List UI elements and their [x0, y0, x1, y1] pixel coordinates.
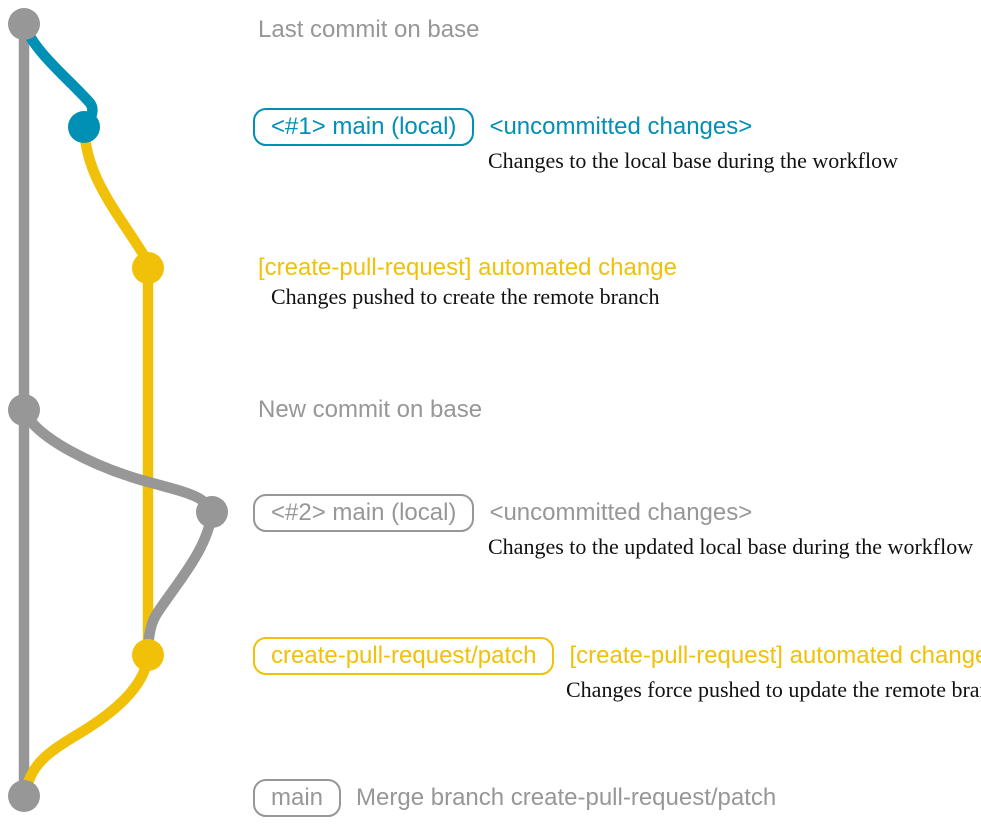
- commit-caption: Changes pushed to create the remote bran…: [271, 284, 660, 309]
- commit-message: Last commit on base: [258, 16, 480, 43]
- commit-message: <uncommitted changes>: [489, 499, 753, 526]
- local-main-branch-line-2: [18, 404, 218, 518]
- commit-message: [create-pull-request] automated change: [258, 254, 677, 281]
- branch-badge-create-pull-request-patch: create-pull-request/patch: [253, 637, 555, 675]
- commit-caption: Changes force pushed to update the remot…: [566, 677, 981, 702]
- annotation-last-commit-on-base: Last commit on base: [258, 11, 479, 49]
- commit-dot-new-commit-on-base: [8, 394, 40, 426]
- annotation-local-main-1: <#1> main (local) <uncommitted changes> …: [253, 108, 898, 173]
- annotation-automated-change-2: create-pull-request/patch [create-pull-r…: [253, 637, 981, 702]
- branch-badge-main-local-2: <#2> main (local): [253, 494, 475, 532]
- commit-dot-merge-commit: [8, 780, 40, 812]
- annotation-new-commit-on-base: New commit on base: [258, 396, 482, 424]
- commit-caption: Changes to the updated local base during…: [488, 534, 974, 559]
- patch-branch-line: [78, 121, 154, 661]
- rebase-merge-line: [142, 506, 218, 661]
- commit-dot-local-main-1: [68, 111, 100, 143]
- commit-dot-automated-change-2: [132, 639, 164, 671]
- annotation-local-main-2: <#2> main (local) <uncommitted changes> …: [253, 494, 973, 559]
- commit-dot-local-main-2: [196, 496, 228, 528]
- commit-dot-last-commit-on-base: [8, 8, 40, 40]
- commit-message: [create-pull-request] automated change: [569, 642, 981, 669]
- commit-message: <uncommitted changes>: [489, 113, 753, 140]
- commit-message: Merge branch create-pull-request/patch: [356, 784, 777, 811]
- annotation-automated-change-1: [create-pull-request] automated change C…: [258, 254, 677, 309]
- commit-caption: Changes to the local base during the wor…: [488, 148, 898, 173]
- annotation-merge-commit: main Merge branch create-pull-request/pa…: [253, 779, 776, 817]
- merge-to-base-line: [19, 649, 154, 802]
- branch-badge-main: main: [253, 779, 342, 817]
- commit-message: New commit on base: [258, 396, 483, 423]
- commit-dot-automated-change-1: [132, 252, 164, 284]
- branch-badge-main-local-1: <#1> main (local): [253, 108, 475, 146]
